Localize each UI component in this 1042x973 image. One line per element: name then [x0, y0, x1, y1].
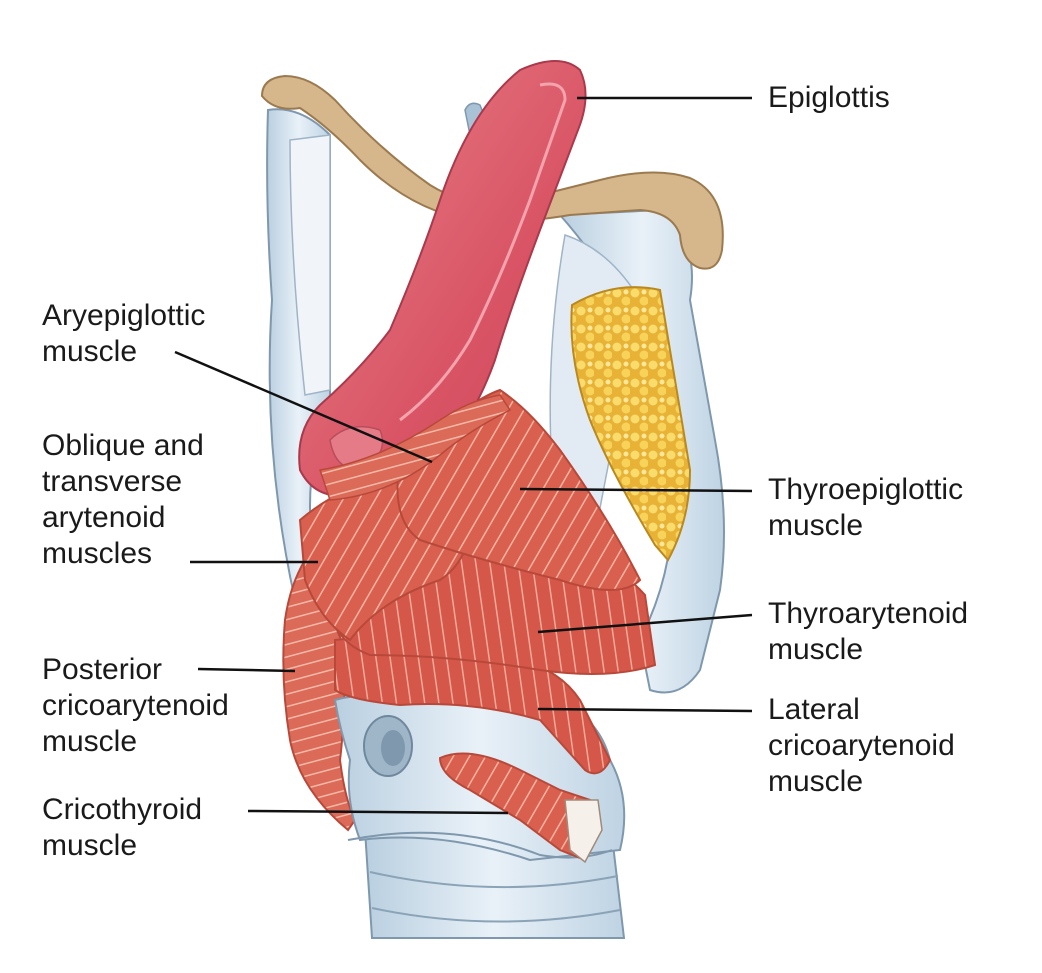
label-line: transverse — [42, 465, 183, 498]
fat-pad — [570, 286, 692, 562]
label-line: muscle — [768, 509, 864, 542]
label-thyroepiglottic: Thyroepiglottic muscle — [768, 472, 963, 544]
label-line: Oblique and — [42, 429, 204, 462]
label-thyroarytenoid: Thyroarytenoid muscle — [768, 596, 968, 668]
label-line: Epiglottis — [768, 81, 890, 114]
label-epiglottis: Epiglottis — [768, 80, 890, 116]
label-line: muscle — [42, 829, 138, 862]
label-line: muscle — [42, 725, 138, 758]
aryepiglottic-leader-line — [174, 350, 433, 464]
label-line: arytenoid — [42, 501, 166, 534]
label-line: Lateral — [768, 693, 860, 726]
lateral-leader-line — [537, 707, 753, 713]
label-aryepiglottic: Aryepiglottic muscle — [42, 298, 205, 370]
label-cricothyroid: Cricothyroid muscle — [42, 792, 202, 864]
hyoid-bone — [260, 74, 724, 270]
label-posterior-cricoarytenoid: Posterior cricoarytenoid muscle — [42, 652, 229, 760]
label-line: muscle — [42, 335, 138, 368]
label-line: Posterior — [42, 653, 163, 686]
label-line: muscle — [768, 765, 864, 798]
label-oblique-transverse: Oblique and transverse arytenoid muscles — [42, 428, 204, 572]
aryepiglottic-muscle — [319, 394, 512, 501]
label-line: cricoarytenoid — [42, 689, 229, 722]
thyroarytenoid-leader-line — [537, 613, 753, 634]
leader-lines — [174, 96, 753, 815]
cricothyroid-leader-line — [247, 809, 509, 815]
label-line: Aryepiglottic — [42, 299, 206, 332]
label-line: cricoarytenoid — [768, 729, 955, 762]
label-lateral-cricoarytenoid: Lateral cricoarytenoid muscle — [768, 692, 955, 800]
label-line: muscle — [768, 633, 864, 666]
posterior-leader-line — [197, 667, 296, 673]
label-line: muscles — [42, 537, 153, 570]
thyroepiglottic-leader-line — [519, 487, 753, 493]
label-line: Cricothyroid — [42, 793, 203, 826]
label-line: Thyroepiglottic — [768, 473, 964, 506]
label-line: Thyroarytenoid — [768, 597, 969, 630]
